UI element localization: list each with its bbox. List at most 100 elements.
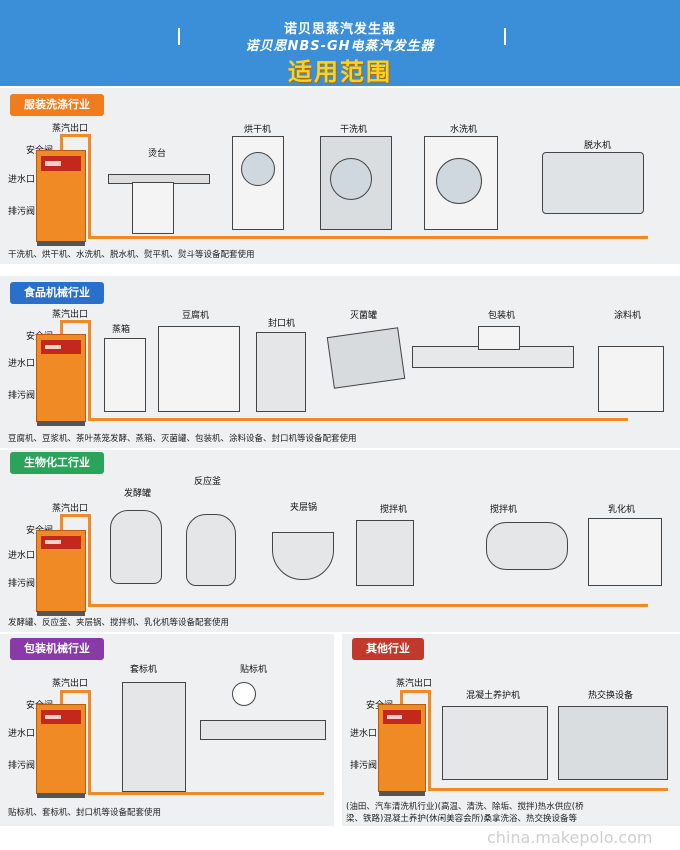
steam-pipe xyxy=(60,514,90,517)
machine-label: 蒸箱 xyxy=(112,325,131,335)
sterilization-tank xyxy=(326,327,406,389)
machine-label: 包装机 xyxy=(488,311,516,321)
machine-label: 烫台 xyxy=(148,149,167,159)
steam-cabinet xyxy=(104,338,146,412)
header-banner: 诺贝思蒸汽发生器 诺贝思NBS-GH电蒸汽发生器 适用范围 xyxy=(0,0,680,86)
drain-valve-label: 排污阀 xyxy=(8,761,36,771)
steam-pipe xyxy=(88,134,91,238)
machine-label: 搅拌机 xyxy=(380,505,408,515)
section-caption: 干洗机、烘干机、水洗机、脱水机、熨平机、熨斗等设备配套使用 xyxy=(8,250,255,260)
header-line2: 诺贝思NBS-GH电蒸汽发生器 xyxy=(245,39,435,54)
machine-label: 水洗机 xyxy=(450,125,478,135)
steam-main-pipe xyxy=(88,792,324,795)
header-title: 适用范围 xyxy=(288,58,392,86)
machine-label: 干洗机 xyxy=(340,125,368,135)
ironing-table-stand xyxy=(132,182,174,234)
steam-generator xyxy=(36,530,86,616)
jacketed-kettle xyxy=(272,532,334,580)
section-caption: 豆腐机、豆浆机、茶叶蒸笼发酵、蒸箱、灭菌罐、包装机、涂料设备、封口机等设备配套使… xyxy=(8,434,357,444)
mixer-machine-horizontal xyxy=(486,522,568,570)
dry-cleaner-door xyxy=(330,158,372,200)
water-inlet-label: 进水口 xyxy=(8,175,36,185)
coating-machine xyxy=(598,346,664,412)
steam-main-pipe xyxy=(88,604,648,607)
sealing-machine xyxy=(256,332,306,412)
section-garment-washing: 服装洗涤行业 蒸汽出口 安全阀 进水口 排污阀 烫台 烘干机 干洗机 水洗机 脱… xyxy=(0,88,680,264)
machine-label: 混凝土养护机 xyxy=(466,691,521,701)
machine-label: 发酵罐 xyxy=(124,489,152,499)
water-inlet-label: 进水口 xyxy=(8,359,36,369)
steam-pipe xyxy=(60,690,63,704)
concrete-curing-machine xyxy=(442,706,548,780)
machine-label: 乳化机 xyxy=(608,505,636,515)
drain-valve-label: 排污阀 xyxy=(8,579,36,589)
steam-main-pipe xyxy=(88,418,628,421)
machine-label: 热交换设备 xyxy=(588,691,634,701)
section-tag: 食品机械行业 xyxy=(10,282,104,304)
packaging-machine-head xyxy=(478,326,520,350)
steam-main-pipe xyxy=(88,236,648,239)
steam-outlet-label: 蒸汽出口 xyxy=(52,679,89,689)
steam-pipe xyxy=(88,320,91,420)
steam-pipe xyxy=(60,514,63,530)
section-packaging-machinery: 包装机械行业 蒸汽出口 安全阀 进水口 排污阀 套标机 贴标机 贴标机、套标机、… xyxy=(0,634,334,826)
machine-label: 脱水机 xyxy=(584,141,612,151)
washer-door xyxy=(436,158,482,204)
steam-pipe xyxy=(400,690,403,704)
machine-label: 反应釜 xyxy=(194,477,222,487)
steam-generator xyxy=(36,334,86,426)
water-inlet-label: 进水口 xyxy=(350,729,378,739)
watermark: china.makepolo.com xyxy=(487,828,653,847)
steam-pipe xyxy=(60,134,63,150)
section-tag: 生物化工行业 xyxy=(10,452,104,474)
dewatering-machine xyxy=(542,152,644,214)
fermentation-tank xyxy=(110,510,162,584)
steam-generator xyxy=(36,150,86,246)
steam-main-pipe xyxy=(428,788,668,791)
machine-label: 豆腐机 xyxy=(182,311,210,321)
machine-label: 涂料机 xyxy=(614,311,642,321)
steam-generator xyxy=(36,704,86,798)
emulsifier-machine xyxy=(588,518,662,586)
sleeve-labeling-machine xyxy=(122,682,186,792)
steam-outlet-label: 蒸汽出口 xyxy=(52,504,89,514)
section-tag: 服装洗涤行业 xyxy=(10,94,104,116)
section-tag: 包装机械行业 xyxy=(10,638,104,660)
steam-pipe xyxy=(60,320,63,334)
steam-pipe xyxy=(428,690,431,790)
steam-pipe xyxy=(60,134,90,137)
label-reel xyxy=(232,682,256,706)
steam-pipe xyxy=(60,690,90,693)
steam-pipe xyxy=(60,320,90,323)
section-food-machinery: 食品机械行业 蒸汽出口 安全阀 进水口 排污阀 蒸箱 豆腐机 封口机 灭菌罐 包… xyxy=(0,276,680,448)
section-tag: 其他行业 xyxy=(352,638,424,660)
dryer-door xyxy=(241,152,275,186)
steam-pipe xyxy=(400,690,430,693)
steam-pipe xyxy=(88,514,91,606)
labeling-machine xyxy=(200,720,326,740)
machine-label: 夹层锅 xyxy=(290,503,318,513)
water-inlet-label: 进水口 xyxy=(8,729,36,739)
machine-label: 贴标机 xyxy=(240,665,268,675)
machine-label: 烘干机 xyxy=(244,125,272,135)
machine-label: 灭菌罐 xyxy=(350,311,378,321)
section-caption: 贴标机、套标机、封口机等设备配套使用 xyxy=(8,808,162,818)
heat-exchange-equipment xyxy=(558,706,668,780)
drain-valve-label: 排污阀 xyxy=(8,207,36,217)
steam-outlet-label: 蒸汽出口 xyxy=(396,679,433,689)
steam-pipe xyxy=(88,690,91,794)
machine-label: 搅拌机 xyxy=(490,505,518,515)
section-caption: 发酵罐、反应釜、夹层锅、搅拌机、乳化机等设备配套使用 xyxy=(8,618,230,628)
water-inlet-label: 进水口 xyxy=(8,551,36,561)
steam-generator xyxy=(378,704,426,796)
drain-valve-label: 排污阀 xyxy=(8,391,36,401)
machine-label: 封口机 xyxy=(268,319,296,329)
section-caption-line1: (油田、汽车清洗机行业)(高温、清洗、除垢、搅拌)热水供应(桥 xyxy=(346,802,584,812)
mixer-machine xyxy=(356,520,414,586)
header-line1: 诺贝思蒸汽发生器 xyxy=(283,22,396,37)
steam-outlet-label: 蒸汽出口 xyxy=(52,310,89,320)
reactor-kettle xyxy=(186,514,236,586)
drain-valve-label: 排污阀 xyxy=(350,761,378,771)
section-caption-line2: 梁、铁路)混凝土养护(休闲美容会所)桑拿洗浴、热交换设备等 xyxy=(346,814,577,824)
steam-outlet-label: 蒸汽出口 xyxy=(52,124,89,134)
